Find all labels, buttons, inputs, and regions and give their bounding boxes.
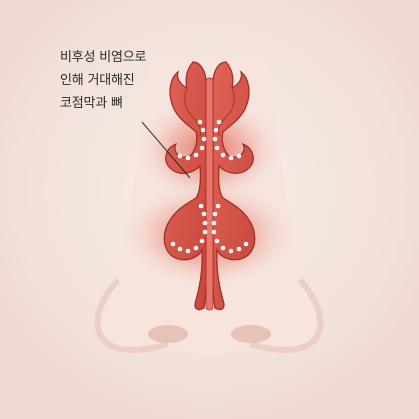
left-nostril [148,325,188,343]
right-turbinate-outline [217,87,235,137]
mucosa-dots [170,119,249,254]
right-nostril [231,325,271,343]
left-turbinate-outline [184,87,202,137]
annotation-line-1: 비후성 비염으로 [60,50,147,65]
annotation-leader-line [141,121,191,179]
annotation-line-2: 인해 거대해진 [60,73,135,88]
annotation-line-3: 코점막과 뼈 [60,96,123,111]
annotation-label: 비후성 비염으로 인해 거대해진 코점막과 뼈 [60,46,146,115]
nasal-septum [205,77,214,311]
